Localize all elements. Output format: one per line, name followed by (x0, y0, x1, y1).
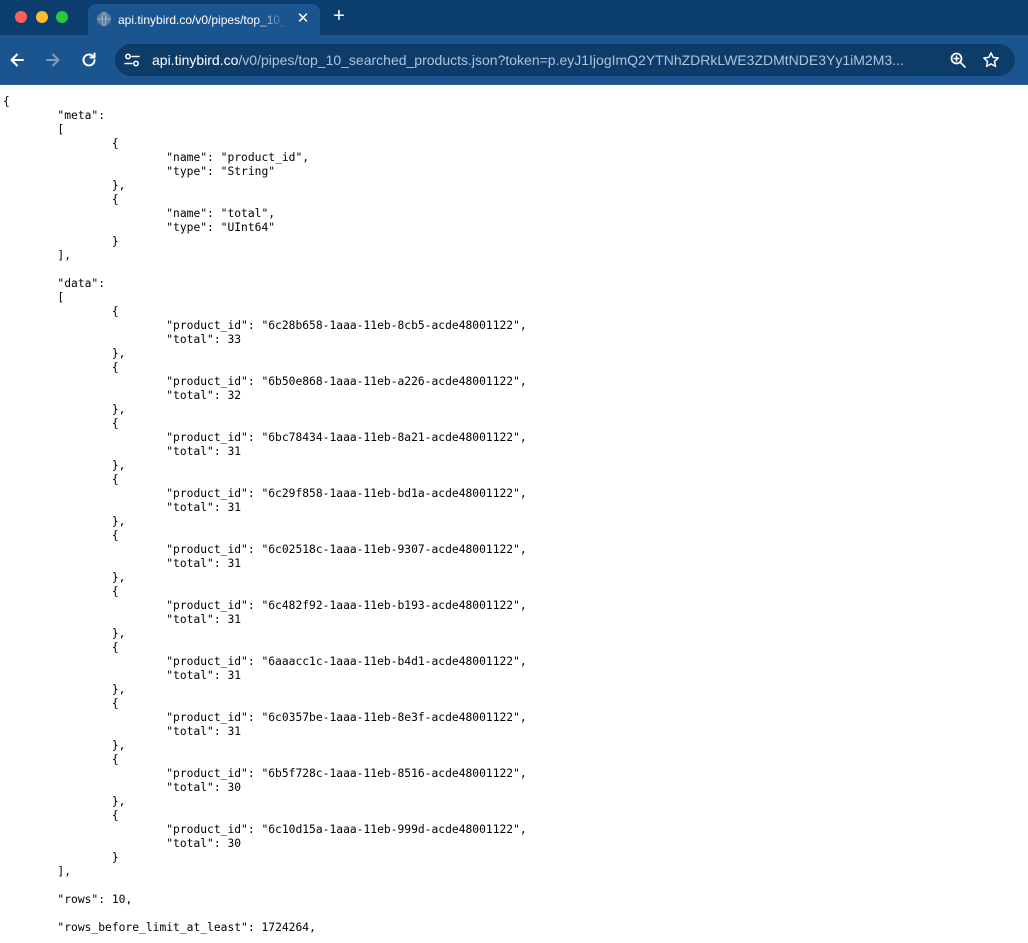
data-product-id-value: "6c28b658-1aaa-11eb-8cb5-acde48001122" (261, 319, 520, 332)
data-total-value: 32 (227, 389, 242, 402)
browser-tab-active[interactable]: api.tinybird.co/v0/pipes/top_10_searched… (88, 4, 320, 35)
meta-name-value: "product_id" (220, 151, 303, 164)
data-product-id-value: "6b50e868-1aaa-11eb-a226-acde48001122" (261, 375, 520, 388)
zoom-icon[interactable] (949, 51, 967, 69)
data-total-value: 31 (227, 725, 242, 738)
close-window-button[interactable] (15, 11, 27, 23)
data-product-id-value: "6c02518c-1aaa-11eb-9307-acde48001122" (261, 543, 520, 556)
url-path: /v0/pipes/top_10_searched_products.json?… (238, 52, 904, 68)
data-total-value: 33 (227, 333, 242, 346)
meta-type-value: "String" (220, 165, 276, 178)
data-total-value: 30 (227, 837, 242, 850)
json-response-body: { "meta": [ { "name": "product_id", "typ… (3, 95, 527, 934)
star-icon[interactable] (982, 51, 1000, 69)
rows-before-limit-value: 1724264 (261, 921, 310, 934)
tab-title: api.tinybird.co/v0/pipes/top_10_searched… (118, 13, 286, 27)
data-total-value: 31 (227, 669, 242, 682)
data-product-id-value: "6aaacc1c-1aaa-11eb-b4d1-acde48001122" (261, 655, 520, 668)
data-product-id-value: "6c10d15a-1aaa-11eb-999d-acde48001122" (261, 823, 520, 836)
data-total-value: 31 (227, 445, 242, 458)
data-product-id-value: "6c0357be-1aaa-11eb-8e3f-acde48001122" (261, 711, 520, 724)
back-arrow-icon[interactable] (7, 50, 27, 70)
new-tab-button[interactable]: + (333, 5, 345, 27)
forward-arrow-icon[interactable] (43, 50, 63, 70)
zoom-window-button[interactable] (56, 11, 68, 23)
data-product-id-value: "6c482f92-1aaa-11eb-b193-acde48001122" (261, 599, 520, 612)
site-settings-icon[interactable] (123, 51, 141, 69)
tab-close-icon[interactable]: ✕ (296, 10, 310, 27)
browser-toolbar: api.tinybird.co/v0/pipes/top_10_searched… (0, 35, 1028, 85)
data-product-id-value: "6bc78434-1aaa-11eb-8a21-acde48001122" (261, 431, 520, 444)
url-text[interactable]: api.tinybird.co/v0/pipes/top_10_searched… (152, 51, 947, 69)
rows-value: 10 (111, 893, 126, 906)
globe-icon (97, 11, 111, 27)
minimize-window-button[interactable] (36, 11, 48, 23)
data-product-id-value: "6b5f728c-1aaa-11eb-8516-acde48001122" (261, 767, 520, 780)
url-host: api.tinybird.co (152, 52, 239, 68)
reload-icon[interactable] (79, 50, 99, 70)
meta-type-value: "UInt64" (220, 221, 276, 234)
data-total-value: 31 (227, 501, 242, 514)
data-product-id-value: "6c29f858-1aaa-11eb-bd1a-acde48001122" (261, 487, 520, 500)
address-bar[interactable]: api.tinybird.co/v0/pipes/top_10_searched… (115, 44, 1015, 76)
tab-strip: api.tinybird.co/v0/pipes/top_10_searched… (0, 0, 1028, 35)
data-total-value: 31 (227, 613, 242, 626)
data-total-value: 31 (227, 557, 242, 570)
meta-name-value: "total" (220, 207, 269, 220)
data-total-value: 30 (227, 781, 242, 794)
